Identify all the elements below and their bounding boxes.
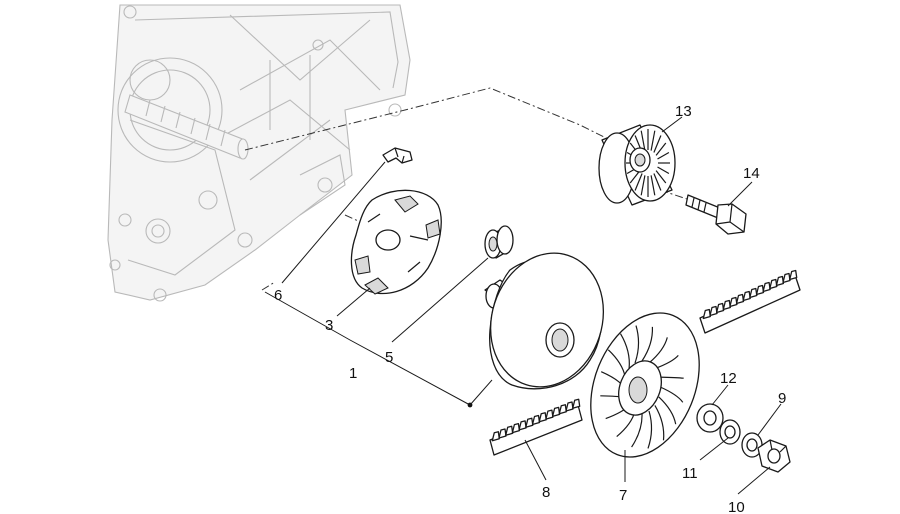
part-13-roller (598, 124, 676, 206)
belt-tooth (769, 278, 778, 290)
fan-blade (658, 396, 677, 425)
part-3-ramp-plate (350, 189, 442, 295)
roller-spoke (629, 170, 641, 184)
leader-12 (711, 384, 729, 406)
belt-tooth (545, 409, 554, 420)
fan-blade (658, 376, 684, 379)
roller-spoke (655, 142, 667, 156)
belt-tooth (749, 287, 758, 299)
belt-tooth (572, 398, 581, 409)
fan-blade (647, 410, 653, 449)
leader-13 (661, 116, 683, 133)
part-10-nut (757, 439, 791, 473)
belt-teeth-lower (491, 398, 581, 442)
roller-spoke (650, 130, 656, 151)
belt-tooth (531, 414, 541, 426)
roller-spoke (653, 173, 662, 191)
roller-spoke (650, 175, 656, 196)
leader-10 (737, 466, 771, 495)
roller-spoke (640, 175, 646, 196)
roller-spoke (657, 151, 670, 160)
callout-14: 14 (743, 165, 760, 182)
leader-8 (524, 439, 547, 481)
belt-teeth-upper (702, 269, 798, 320)
belt-tooth (762, 281, 771, 293)
belt-tooth (722, 299, 731, 311)
fan-blade (631, 412, 643, 448)
fan-blade (641, 326, 654, 362)
callout-8: 8 (542, 484, 550, 501)
belt-tooth (782, 272, 791, 284)
fan-blade (654, 405, 665, 441)
roller-spoke (640, 130, 646, 151)
callout-5: 5 (385, 349, 393, 366)
callout-11: 11 (682, 465, 698, 482)
belt-tooth (538, 412, 547, 423)
callout-3: 3 (325, 317, 333, 334)
crankcase-housing (107, 4, 411, 302)
callout-7: 7 (619, 487, 627, 504)
leader-6 (281, 161, 386, 284)
belt-tooth (565, 401, 574, 412)
belt-tooth (729, 296, 738, 308)
fan-blade (619, 333, 630, 369)
callout-13: 13 (675, 103, 692, 120)
fan-blade (659, 386, 684, 403)
callout-10: 10 (728, 499, 745, 514)
assembly-line-bracket (261, 281, 276, 291)
belt-tooth (505, 425, 514, 436)
part-5-bushing (484, 225, 514, 259)
part-6-clip (382, 147, 413, 164)
roller-spokes (626, 129, 670, 197)
belt-tooth (498, 428, 507, 439)
leader-9 (757, 403, 782, 436)
callout-6: 6 (274, 287, 282, 304)
belt-tooth (789, 269, 798, 281)
part-7-fan-pulley (590, 312, 700, 458)
leader-5 (391, 257, 489, 343)
belt-tooth (715, 302, 725, 314)
belt-tooth (518, 420, 527, 431)
belt-tooth (491, 431, 500, 442)
drive-shaft (124, 94, 249, 160)
assembly-line-top (244, 87, 641, 156)
leader-3 (336, 287, 371, 317)
part-12-washer (696, 403, 724, 433)
part-14-bolt (685, 194, 747, 235)
belt-tooth (702, 308, 711, 320)
part-11-washer (719, 419, 741, 445)
belt-tooth (551, 406, 561, 418)
belt-tooth (709, 305, 718, 317)
belt-tooth (742, 290, 751, 302)
assembly-bracket (264, 291, 471, 406)
leader-1-bracket (469, 379, 493, 406)
callout-12: 12 (720, 370, 737, 387)
belt-tooth (558, 404, 567, 415)
roller-spoke (657, 166, 670, 175)
belt-tooth (775, 275, 785, 287)
part-8-belt (489, 269, 801, 456)
belt-tooth (525, 417, 534, 428)
leader-14 (727, 181, 753, 207)
belt-tooth (511, 422, 521, 434)
callout-1: 1 (349, 365, 357, 382)
roller-spoke (653, 135, 662, 153)
roller-spoke (655, 170, 667, 184)
fan-blade (634, 325, 640, 364)
callout-9: 9 (778, 390, 786, 407)
fan-blade (648, 337, 668, 364)
belt-tooth (735, 293, 745, 305)
part-1-pulley (484, 252, 605, 390)
roller-spoke (634, 173, 643, 191)
leader-11 (699, 437, 729, 461)
belt-tooth (755, 284, 765, 296)
